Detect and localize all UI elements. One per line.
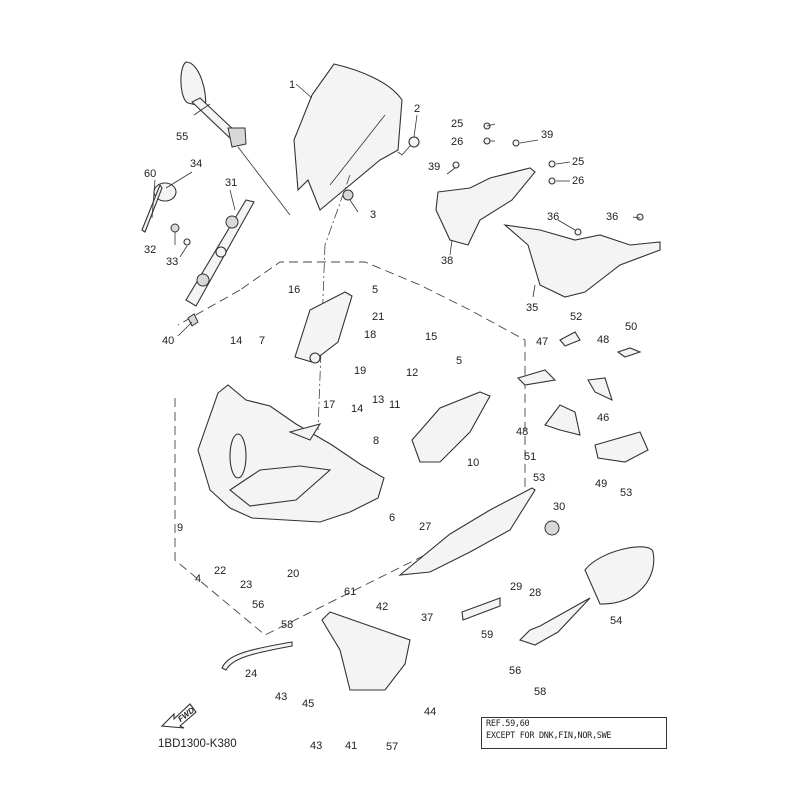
grommet-30 <box>544 520 560 536</box>
assembly-boundary <box>174 261 526 636</box>
reference-note: REF.59,60 EXCEPT FOR DNK,FIN,NOR,SWE <box>481 717 667 749</box>
leader-lines <box>151 83 641 337</box>
bracket-47 <box>516 369 557 386</box>
left-mirror <box>180 61 291 216</box>
fwd-arrow-icon: FWD <box>160 703 197 729</box>
bracket-16 <box>294 291 353 364</box>
screw-2 <box>397 136 420 156</box>
note-line-1: REF.59,60 <box>486 719 530 729</box>
note-line-2: EXCEPT FOR DNK,FIN,NOR,SWE <box>486 731 612 741</box>
hose-24 <box>221 641 293 671</box>
decal-59 <box>461 597 501 621</box>
cap-50 <box>616 347 642 358</box>
sub-boundary <box>177 289 241 326</box>
duct-10 <box>411 391 491 463</box>
stay-41 <box>321 611 411 691</box>
bracket-46 <box>587 377 613 402</box>
lower-panel-27 <box>398 487 536 576</box>
bracket-49 <box>594 431 649 463</box>
diagram-code: 1BD1300-K380 <box>158 738 237 750</box>
right-mirror <box>518 546 655 646</box>
inner-panel-35 <box>503 224 661 298</box>
side-panel-31 <box>141 182 255 327</box>
bracket-51 <box>544 404 581 436</box>
front-cowling <box>197 384 385 523</box>
windscreen <box>293 63 403 431</box>
cap-52 <box>559 331 581 347</box>
nut-3 <box>342 189 354 201</box>
inner-panel-38 <box>435 167 536 246</box>
